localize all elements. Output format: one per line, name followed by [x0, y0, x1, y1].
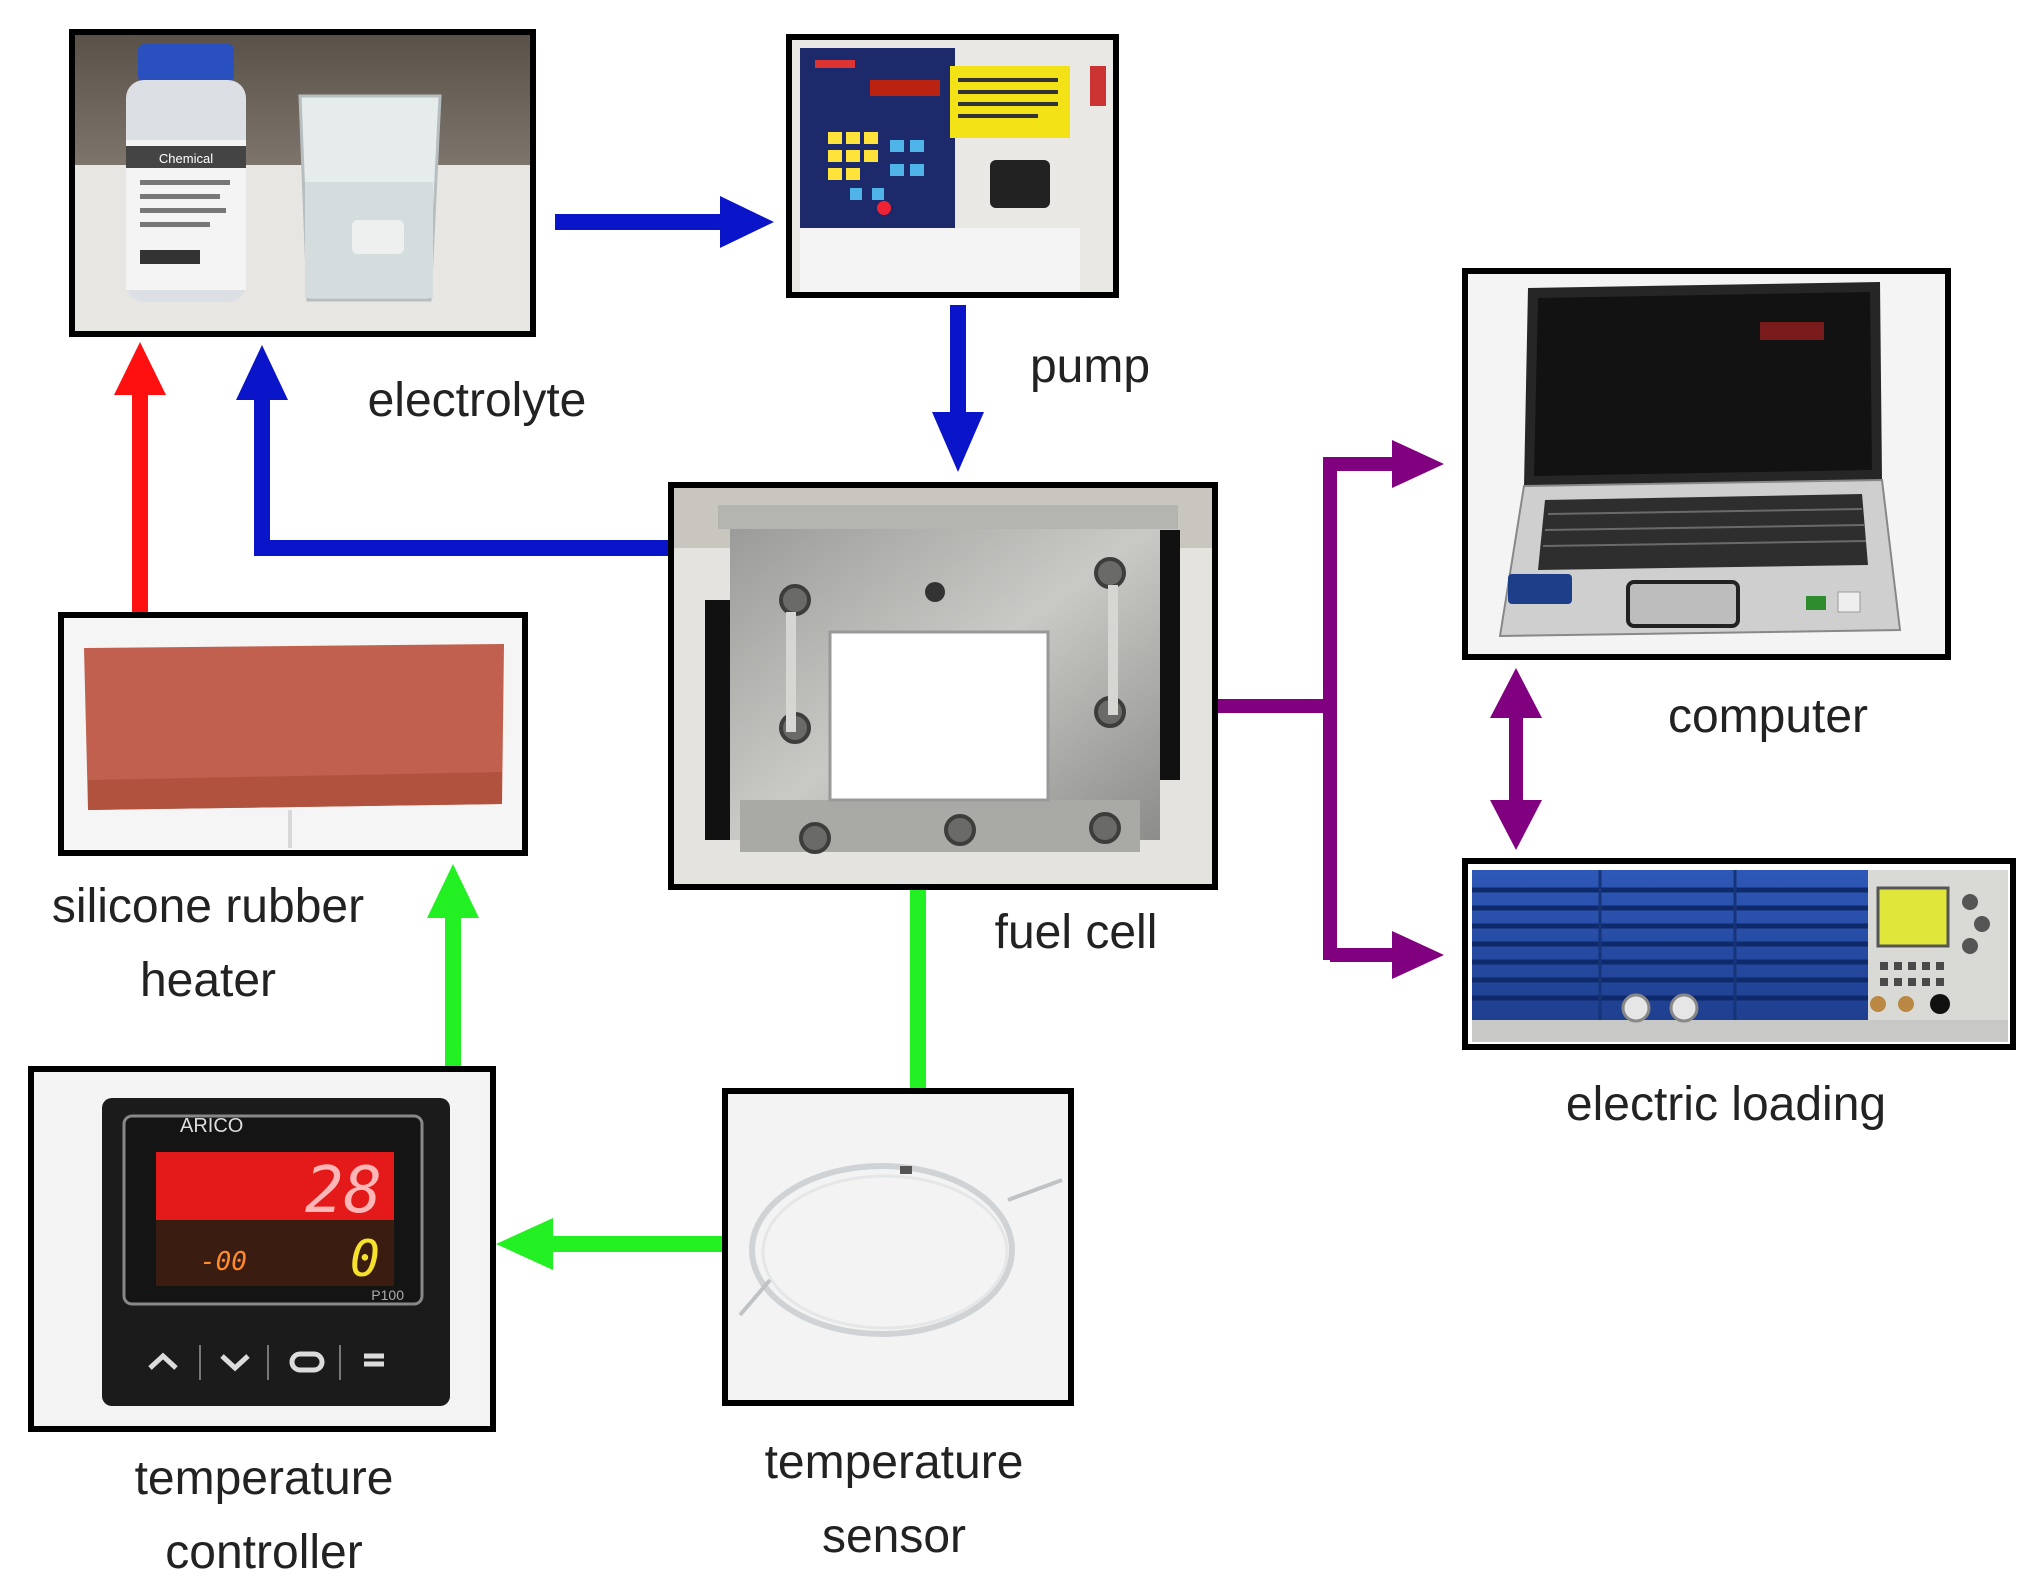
- up-arrow-icon: [148, 1352, 178, 1370]
- bottle-label: Chemical: [159, 151, 213, 166]
- arrow-electrolyte-to-pump: [555, 196, 774, 248]
- label-electric-loading: electric loading: [1566, 1078, 1886, 1131]
- controller-pv-display: 28: [305, 1154, 382, 1228]
- arrow-controller-to-heater: [427, 864, 479, 1066]
- label-pump: pump: [1030, 340, 1150, 393]
- fuel-cell-photo: [668, 482, 1218, 890]
- arrow-computer-loading-bidirectional: [1490, 668, 1542, 850]
- controller-small-display: -00: [200, 1247, 247, 1277]
- arrow-pump-to-fuel-cell: [932, 305, 984, 472]
- cycle-icon: [289, 1351, 325, 1373]
- temperature-controller-photo: ARICO 28 0 -00 P100: [28, 1066, 496, 1432]
- label-temperature-controller-line1: temperature: [135, 1452, 394, 1505]
- labels: electrolyte pump computer silicone rubbe…: [52, 340, 1886, 1579]
- temperature-sensor-photo: [722, 1088, 1074, 1406]
- arrow-fuel-cell-to-outputs: [1218, 440, 1444, 979]
- controller-brand: ARICO: [180, 1115, 243, 1137]
- down-arrow-icon: [220, 1354, 250, 1372]
- arrow-sensor-to-controller: [496, 1218, 722, 1270]
- label-electrolyte: electrolyte: [368, 374, 587, 427]
- label-temperature-sensor-line2: sensor: [822, 1510, 966, 1563]
- beaker: [298, 94, 442, 302]
- arrow-heater-to-electrolyte: [114, 342, 166, 612]
- controller-sv-display: 0: [350, 1230, 380, 1288]
- label-temperature-sensor-line1: temperature: [765, 1436, 1024, 1489]
- controller-buttons: [148, 1351, 384, 1373]
- electric-loading-photo: [1462, 858, 2016, 1050]
- pump-photo: [786, 34, 1119, 298]
- label-silicone-line1: silicone rubber: [52, 880, 364, 933]
- arrow-fuel-cell-to-electrolyte: [236, 345, 668, 556]
- label-fuel-cell: fuel cell: [995, 906, 1158, 959]
- controller-model: P100: [371, 1287, 404, 1303]
- computer-photo: [1462, 268, 1951, 660]
- flow-arrows: [114, 196, 1542, 1270]
- electrolyte-photo: Chemical: [69, 29, 536, 337]
- label-temperature-controller-line2: controller: [165, 1526, 362, 1579]
- label-computer: computer: [1668, 690, 1868, 743]
- chemical-bottle: Chemical: [126, 44, 246, 302]
- silicone-heater-photo: [58, 612, 528, 856]
- label-silicone-line2: heater: [140, 954, 276, 1007]
